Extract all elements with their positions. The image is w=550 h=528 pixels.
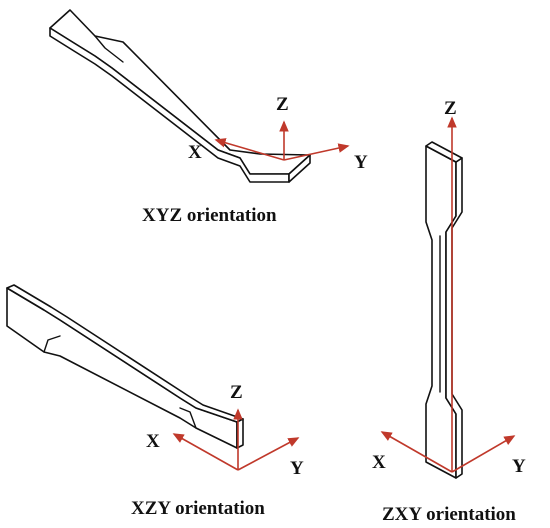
axis-x-line — [214, 138, 285, 161]
axis-y-label: Y — [512, 456, 526, 477]
axis-y-line — [237, 437, 300, 471]
axis-x-line — [172, 433, 239, 471]
specimen-zxy-side-face — [445, 157, 463, 479]
specimen-xyz-shoulder-edge — [94, 35, 124, 63]
caption-zxy: ZXY orientation — [382, 504, 516, 525]
caption-xzy: XZY orientation — [131, 498, 265, 519]
axis-z-label: Z — [230, 382, 243, 403]
specimen-zxy — [425, 141, 463, 479]
specimen-xzy-top-face — [6, 284, 244, 423]
axes-zxy: Z X Y — [372, 98, 526, 477]
axis-y-line — [451, 435, 516, 473]
axis-y-line — [283, 143, 350, 161]
specimen-xzy — [6, 284, 244, 449]
axis-x-line — [380, 431, 453, 473]
specimen-xyz-end-face — [288, 154, 311, 183]
specimen-xzy-side-face — [6, 287, 238, 449]
axis-y-label: Y — [290, 458, 304, 479]
specimen-xzy-shoulder-edge-right — [179, 407, 197, 429]
axis-x-label: X — [372, 452, 386, 473]
axes-xyz: Z X Y — [188, 94, 368, 173]
axis-z-label: Z — [444, 98, 457, 119]
specimen-xzy-shoulder-edge-left — [43, 335, 61, 353]
axis-y-label: Y — [354, 152, 368, 173]
specimen-xyz-top-face — [49, 9, 311, 175]
axis-x-label: X — [188, 142, 202, 163]
axis-x-label: X — [146, 431, 160, 452]
specimen-zxy-top-face — [425, 141, 463, 163]
specimen-xyz — [49, 9, 311, 183]
caption-xyz: XYZ orientation — [142, 205, 277, 226]
axis-z-label: Z — [276, 94, 289, 115]
axes-xzy: Z X Y — [146, 382, 304, 479]
